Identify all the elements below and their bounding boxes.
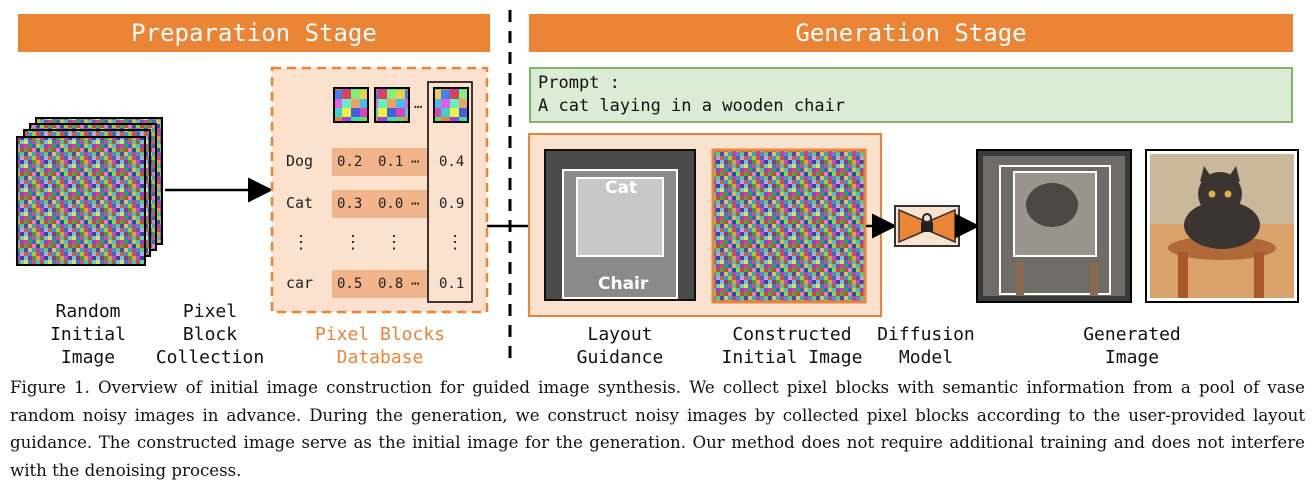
label-random-initial-image: Random Initial Image <box>50 301 126 368</box>
pixel-block-thumbnail <box>374 87 410 123</box>
preparation-stage-banner: Preparation Stage <box>18 14 490 52</box>
row-label-cat: Cat <box>286 194 314 212</box>
cell-value: 0.9 <box>439 196 465 212</box>
generated-image <box>1145 149 1299 303</box>
row-bar <box>332 190 428 218</box>
row-bar <box>332 270 428 298</box>
layout-label-cat: Cat <box>605 178 638 198</box>
figure-caption: Figure 1. Overview of initial image cons… <box>10 378 1305 480</box>
prompt-box: Prompt : A cat laying in a wooden chair <box>529 67 1293 123</box>
cell-ellipsis: ⋯ <box>411 196 420 212</box>
diffusion-model-icon <box>894 205 960 247</box>
cell-value: 0.4 <box>439 154 465 170</box>
row-label-car: car <box>286 274 314 292</box>
cell-value: 0.3 <box>337 196 363 212</box>
cat-bbox <box>576 177 664 257</box>
cell-value: 0.5 <box>337 276 363 292</box>
vdots: ⋮ <box>446 232 464 253</box>
label-constructed-initial-image: Constructed Initial Image <box>721 324 863 368</box>
label-pixel-blocks-database: Pixel Blocks Database <box>314 324 446 368</box>
cell-value: 0.1 <box>439 276 465 292</box>
cell-value: 0.1 <box>378 154 404 170</box>
vdots: ⋮ <box>292 232 310 253</box>
header-ellipsis: … <box>414 96 423 112</box>
label-diffusion-model: Diffusion Model <box>877 324 975 368</box>
prompt-text: A cat laying in a wooden chair <box>538 96 846 116</box>
generated-image-with-layout <box>976 149 1132 303</box>
vdots: ⋮ <box>344 232 362 253</box>
layout-label-chair: Chair <box>598 274 649 294</box>
row-bar <box>332 148 428 176</box>
random-initial-images <box>16 117 163 266</box>
figure-graphics <box>16 10 1299 366</box>
cell-value: 0.0 <box>378 196 404 212</box>
cell-ellipsis: ⋯ <box>411 276 420 292</box>
label-generated-image: Generated Image <box>1083 324 1181 368</box>
cell-value: 0.8 <box>378 276 404 292</box>
cell-value: 0.2 <box>337 154 363 170</box>
overview-figure: Preparation Stage Generation Stage Promp… <box>16 10 1299 368</box>
label-layout-guidance: Layout Guidance <box>576 324 664 368</box>
generation-stage-banner: Generation Stage <box>529 14 1293 52</box>
label-pixel-block-collection: Pixel Block Collection <box>155 301 265 368</box>
pixel-block-thumbnail <box>333 87 369 123</box>
vdots: ⋮ <box>385 232 403 253</box>
row-label-dog: Dog <box>286 152 314 170</box>
constructed-initial-image <box>711 148 867 304</box>
prompt-label: Prompt : <box>538 73 620 93</box>
cell-ellipsis: ⋯ <box>411 154 420 170</box>
